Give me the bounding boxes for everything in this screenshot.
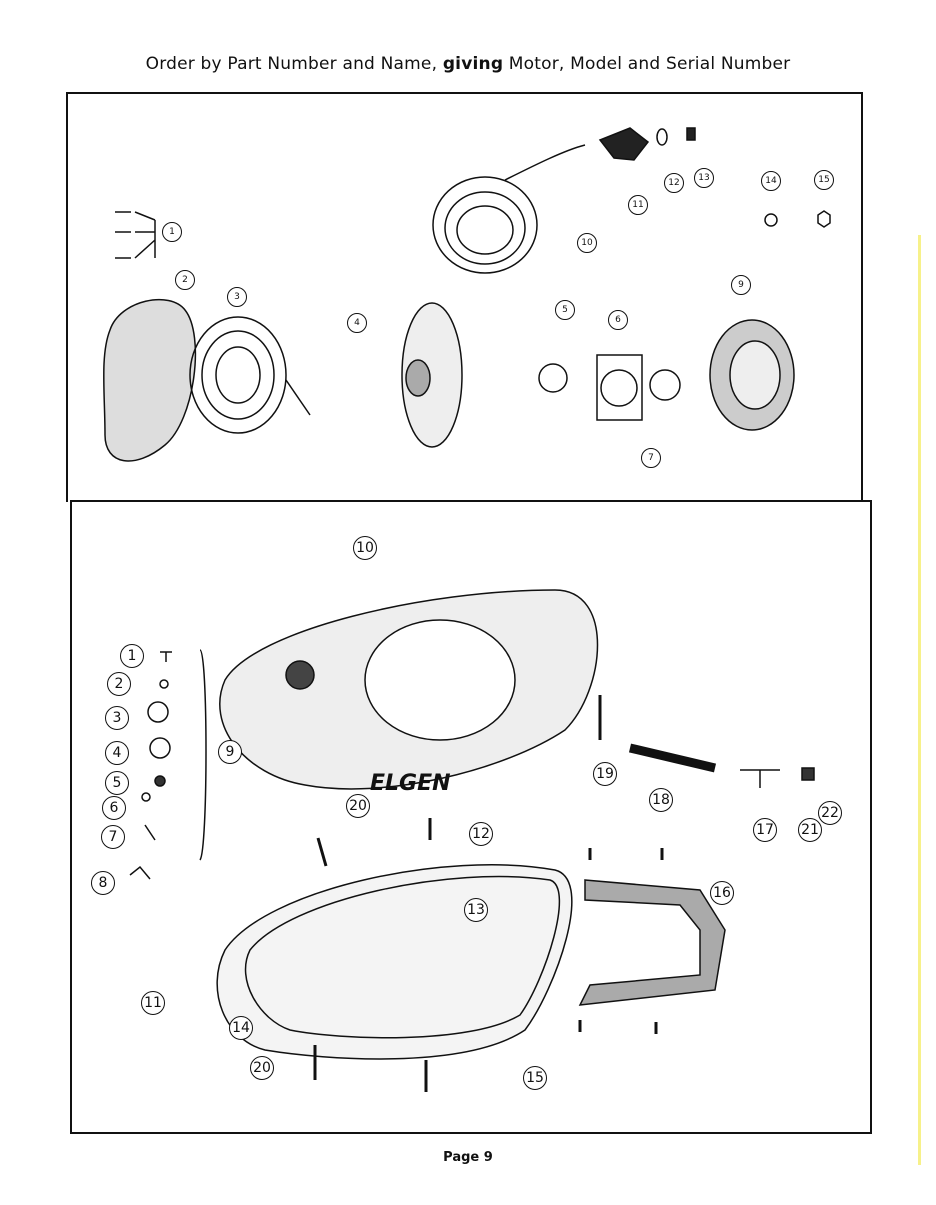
panel-divider bbox=[74, 500, 862, 502]
recoil-starter-parts-panel bbox=[66, 92, 863, 502]
margin-mark bbox=[918, 235, 921, 1165]
callout: 2 bbox=[175, 270, 195, 290]
callout: 7 bbox=[101, 825, 125, 849]
page-number: Page 9 bbox=[443, 1150, 493, 1165]
callout: 9 bbox=[218, 740, 242, 764]
snap-ring-illustration bbox=[538, 363, 568, 393]
starter-housing-illustration bbox=[103, 298, 197, 462]
callout: 1 bbox=[162, 222, 182, 242]
nut-illustration bbox=[686, 127, 696, 141]
pawl-assembly-illustration bbox=[709, 319, 795, 431]
callout: 11 bbox=[628, 195, 648, 215]
callout: 1 bbox=[120, 644, 144, 668]
callout: 17 bbox=[753, 818, 777, 842]
ring-illustration bbox=[649, 369, 681, 401]
retainer-plate-illustration bbox=[596, 354, 643, 421]
callout: 4 bbox=[105, 741, 129, 765]
callout: 13 bbox=[464, 898, 488, 922]
callout: 20 bbox=[346, 794, 370, 818]
callout: 18 bbox=[649, 788, 673, 812]
callout: 15 bbox=[523, 1066, 547, 1090]
callout: 12 bbox=[469, 822, 493, 846]
header-bold-word: giving bbox=[442, 54, 504, 74]
callout: 9 bbox=[731, 275, 751, 295]
callout: 6 bbox=[608, 310, 628, 330]
washer-illustration bbox=[656, 128, 668, 146]
callout: 12 bbox=[664, 173, 684, 193]
elgen-logo: ELGEN bbox=[370, 771, 451, 796]
callout: 3 bbox=[105, 706, 129, 730]
callout: 16 bbox=[710, 881, 734, 905]
callout: 22 bbox=[818, 801, 842, 825]
callout: 5 bbox=[105, 771, 129, 795]
callout: 10 bbox=[353, 536, 377, 560]
bracket-illustration bbox=[578, 879, 726, 1006]
small-parts-illustration bbox=[129, 649, 207, 880]
page-header: Order by Part Number and Name, giving Mo… bbox=[0, 54, 936, 74]
callout: 14 bbox=[761, 171, 781, 191]
callout: 13 bbox=[694, 168, 714, 188]
recoil-spring-illustration bbox=[189, 316, 311, 434]
rope-illustration bbox=[432, 144, 586, 274]
callout: 19 bbox=[593, 762, 617, 786]
callout: 10 bbox=[577, 233, 597, 253]
callout: 11 bbox=[141, 991, 165, 1015]
fitting-illustration bbox=[740, 767, 815, 788]
callout: 2 bbox=[107, 672, 131, 696]
motor-cover-illustration: ELGEN bbox=[219, 589, 599, 796]
hose-illustration bbox=[628, 743, 717, 773]
callout: 7 bbox=[641, 448, 661, 468]
pulley-illustration bbox=[401, 302, 463, 448]
callout: 5 bbox=[555, 300, 575, 320]
callout: 4 bbox=[347, 313, 367, 333]
callout: 3 bbox=[227, 287, 247, 307]
header-text: Order by Part Number and Name, bbox=[145, 54, 443, 74]
cover-pan-illustration bbox=[216, 864, 573, 1060]
callout: 15 bbox=[814, 170, 834, 190]
screws-illustration bbox=[115, 211, 156, 259]
header-text-end: Motor, Model and Serial Number bbox=[503, 54, 791, 74]
lockwasher-illustration bbox=[764, 213, 778, 227]
handle-illustration bbox=[598, 127, 650, 161]
callout: 20 bbox=[250, 1056, 274, 1080]
callout: 21 bbox=[798, 818, 822, 842]
callout: 14 bbox=[229, 1016, 253, 1040]
callout: 6 bbox=[102, 796, 126, 820]
hex-nut-illustration bbox=[817, 210, 831, 228]
screws-bottom-illustration bbox=[313, 818, 664, 1092]
callout: 8 bbox=[91, 871, 115, 895]
